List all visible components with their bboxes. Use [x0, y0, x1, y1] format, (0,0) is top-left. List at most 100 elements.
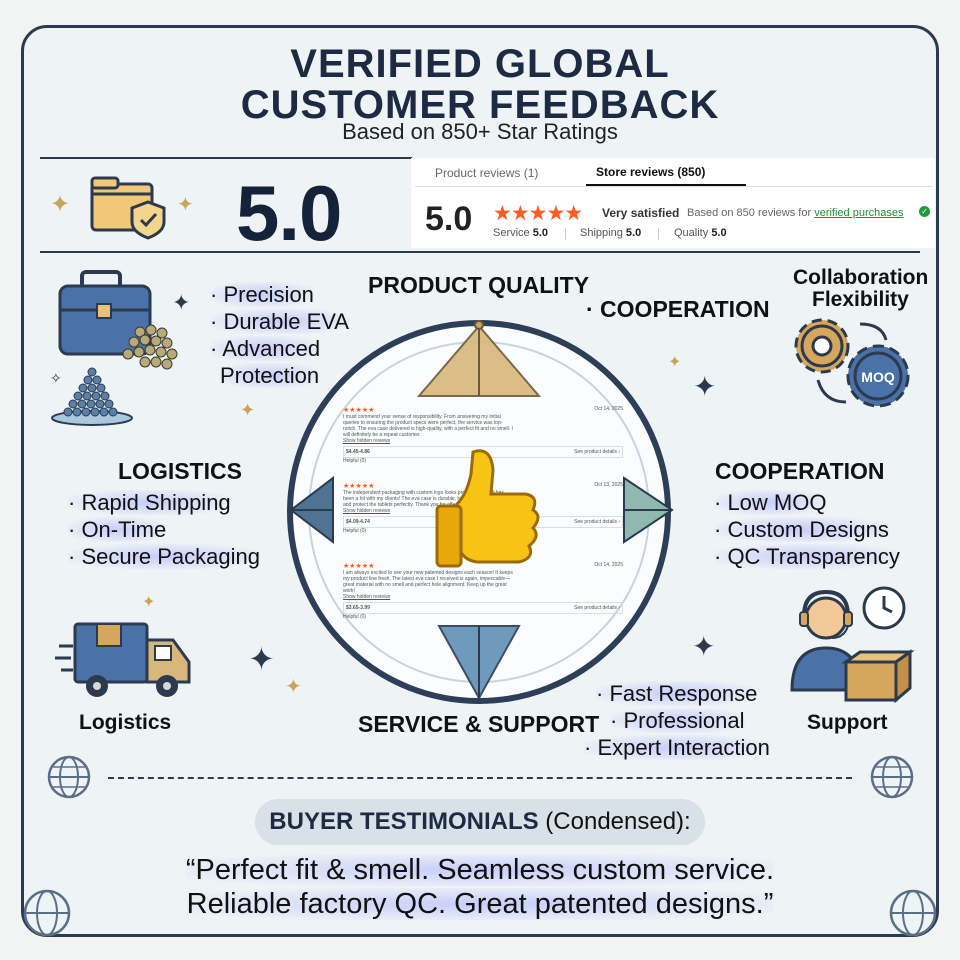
- review-helpful[interactable]: Helpful (0): [343, 614, 367, 620]
- sparkle-icon: ✦: [172, 290, 191, 315]
- tab-product-reviews[interactable]: Product reviews (1): [435, 166, 539, 180]
- service-list: · Fast Response · Professional · Expert …: [584, 680, 770, 761]
- collaboration-label: Collaboration: [793, 266, 929, 289]
- bullet-on-time: · On-Time: [68, 517, 167, 542]
- metric-service: Service 5.0: [493, 227, 549, 239]
- folder-shield-icon: [90, 176, 166, 240]
- review-text: I am always excited to see your new pate…: [343, 570, 513, 594]
- testimonials-heading: BUYER TESTIMONIALS (Condensed):: [255, 799, 705, 845]
- active-tab-underline: [586, 184, 746, 186]
- metric-separator: [658, 228, 659, 240]
- sparkle-icon: ✦: [692, 631, 716, 662]
- moq-gear-label: MOQ: [861, 369, 895, 385]
- review-date: Oct 13, 2025: [594, 482, 623, 488]
- quote-line-1: “Perfect fit & smell. Seamless custom se…: [185, 854, 775, 886]
- review-card: ★★★★★ Oct 14, 2025 I am always excited to…: [343, 562, 623, 620]
- globe-icon: [870, 755, 914, 799]
- left-arrow-icon: [289, 475, 334, 545]
- divider-top-bottom: [40, 251, 920, 253]
- compass-dot: [474, 320, 484, 330]
- cooperation-top-heading: · COOPERATION: [586, 296, 770, 322]
- tab-store-reviews[interactable]: Store reviews (850): [596, 165, 706, 179]
- sparkle-icon: ✦: [142, 594, 156, 611]
- gears-icon: MOQ: [794, 318, 910, 408]
- store-review-panel: [411, 158, 935, 248]
- review-helpful[interactable]: Helpful (0): [343, 458, 367, 464]
- verified-purchases-link[interactable]: verified purchases: [814, 207, 904, 219]
- review-date: Oct 14, 2025: [594, 562, 623, 568]
- review-stars: ★★★★★: [343, 563, 375, 570]
- bullet-low-moq: · Low MOQ: [714, 490, 827, 515]
- store-score: 5.0: [425, 200, 473, 238]
- briefcase-pellets-icon: [51, 270, 178, 426]
- review-price: $3.65-3.99: [346, 605, 370, 611]
- quote-line-2: Reliable factory QC. Great patented desi…: [186, 888, 774, 920]
- title-line-1: VERIFIED GLOBAL: [290, 42, 670, 86]
- review-show-hidden[interactable]: Show hidden reviews: [343, 438, 391, 444]
- satisfaction-label: Very satisfied: [602, 206, 680, 220]
- testimonials-title: BUYER TESTIMONIALS: [269, 808, 539, 835]
- verified-check-icon: ✓: [919, 206, 930, 217]
- review-details-link[interactable]: See product details ›: [574, 605, 620, 611]
- logistics-heading: LOGISTICS: [118, 458, 242, 484]
- sparkle-icon: ✦: [693, 371, 717, 402]
- logistics-icon-label: Logistics: [79, 711, 172, 734]
- bullet-precision: · Precision: [210, 282, 314, 307]
- subtitle: Based on 850+ Star Ratings: [342, 119, 618, 144]
- logistics-list: · Rapid Shipping · On-Time · Secure Pack…: [68, 489, 260, 570]
- review-text: The independent packaging with custom lo…: [343, 490, 507, 508]
- bullet-secure-packaging: · Secure Packaging: [68, 544, 260, 569]
- metric-separator: [565, 228, 566, 240]
- sparkle-icon: ✦: [248, 641, 275, 677]
- review-stars: ★★★★★: [343, 407, 375, 414]
- right-arrow-icon: [623, 476, 674, 544]
- review-helpful[interactable]: Helpful (0): [343, 528, 367, 534]
- truck-icon: [55, 622, 191, 697]
- bullet-professional: · Professional: [610, 708, 745, 733]
- globe-icon: [889, 889, 937, 937]
- product-quality-heading: PRODUCT QUALITY: [368, 272, 590, 298]
- title-line-2: CUSTOMER FEEDBACK: [240, 83, 720, 127]
- bullet-qc-transparency: · QC Transparency: [714, 544, 900, 569]
- sparkle-icon: ✦: [50, 191, 71, 218]
- based-on-text: Based on 850 reviews for verified purcha…: [687, 207, 904, 219]
- sparkle-icon: ✧: [50, 370, 62, 386]
- bullet-durable-eva: · Durable EVA: [210, 309, 349, 334]
- metric-shipping: Shipping 5.0: [580, 227, 642, 239]
- review-stars: ★★★★★: [343, 483, 375, 490]
- sparkle-icon: ✦: [240, 400, 256, 420]
- bullet-advanced: · Advanced: [210, 336, 321, 361]
- thumbs-up-icon: [435, 449, 540, 568]
- star-rating: ★★★★★: [493, 202, 583, 225]
- bullet-fast-response: · Fast Response: [596, 681, 758, 706]
- support-icon-label: Support: [807, 711, 888, 734]
- globe-icon: [47, 755, 91, 799]
- tab-divider: [415, 186, 933, 187]
- bullet-expert-interaction: · Expert Interaction: [584, 735, 770, 760]
- bullet-rapid-shipping: · Rapid Shipping: [68, 490, 231, 515]
- review-circle: ★★★★★ Oct 14, 2025 I must commend your se…: [287, 320, 671, 704]
- sparkle-icon: ✦: [177, 194, 194, 216]
- review-show-hidden[interactable]: Show hidden reviews: [343, 508, 391, 514]
- review-show-hidden[interactable]: Show hidden reviews: [343, 594, 391, 600]
- sparkle-icon: ✦: [668, 354, 682, 371]
- review-text: I must commend your sense of responsibil…: [343, 414, 513, 438]
- review-price: $4.45-4.86: [346, 449, 370, 455]
- testimonials-suffix: (Condensed):: [538, 808, 691, 835]
- big-score: 5.0: [236, 169, 342, 257]
- metric-quality: Quality 5.0: [674, 227, 727, 239]
- flexibility-label: Flexibility: [812, 288, 909, 311]
- review-details-link[interactable]: See product details ›: [574, 519, 620, 525]
- product-quality-list: · Precision · Durable EVA · Advanced Pro…: [210, 281, 349, 389]
- support-agent-icon: [790, 586, 915, 704]
- cooperation-heading: COOPERATION: [715, 458, 885, 484]
- globe-icon: [23, 889, 71, 937]
- service-support-heading: SERVICE & SUPPORT: [358, 711, 600, 737]
- cooperation-list: · Low MOQ · Custom Designs · QC Transpar…: [714, 489, 900, 570]
- review-price: $4.09-4.74: [346, 519, 370, 525]
- bullet-custom-designs: · Custom Designs: [714, 517, 889, 542]
- divider-top-left: [40, 157, 412, 159]
- review-date: Oct 14, 2025: [594, 406, 623, 412]
- sparkle-icon: ✦: [285, 676, 302, 698]
- review-details-link[interactable]: See product details ›: [574, 449, 620, 455]
